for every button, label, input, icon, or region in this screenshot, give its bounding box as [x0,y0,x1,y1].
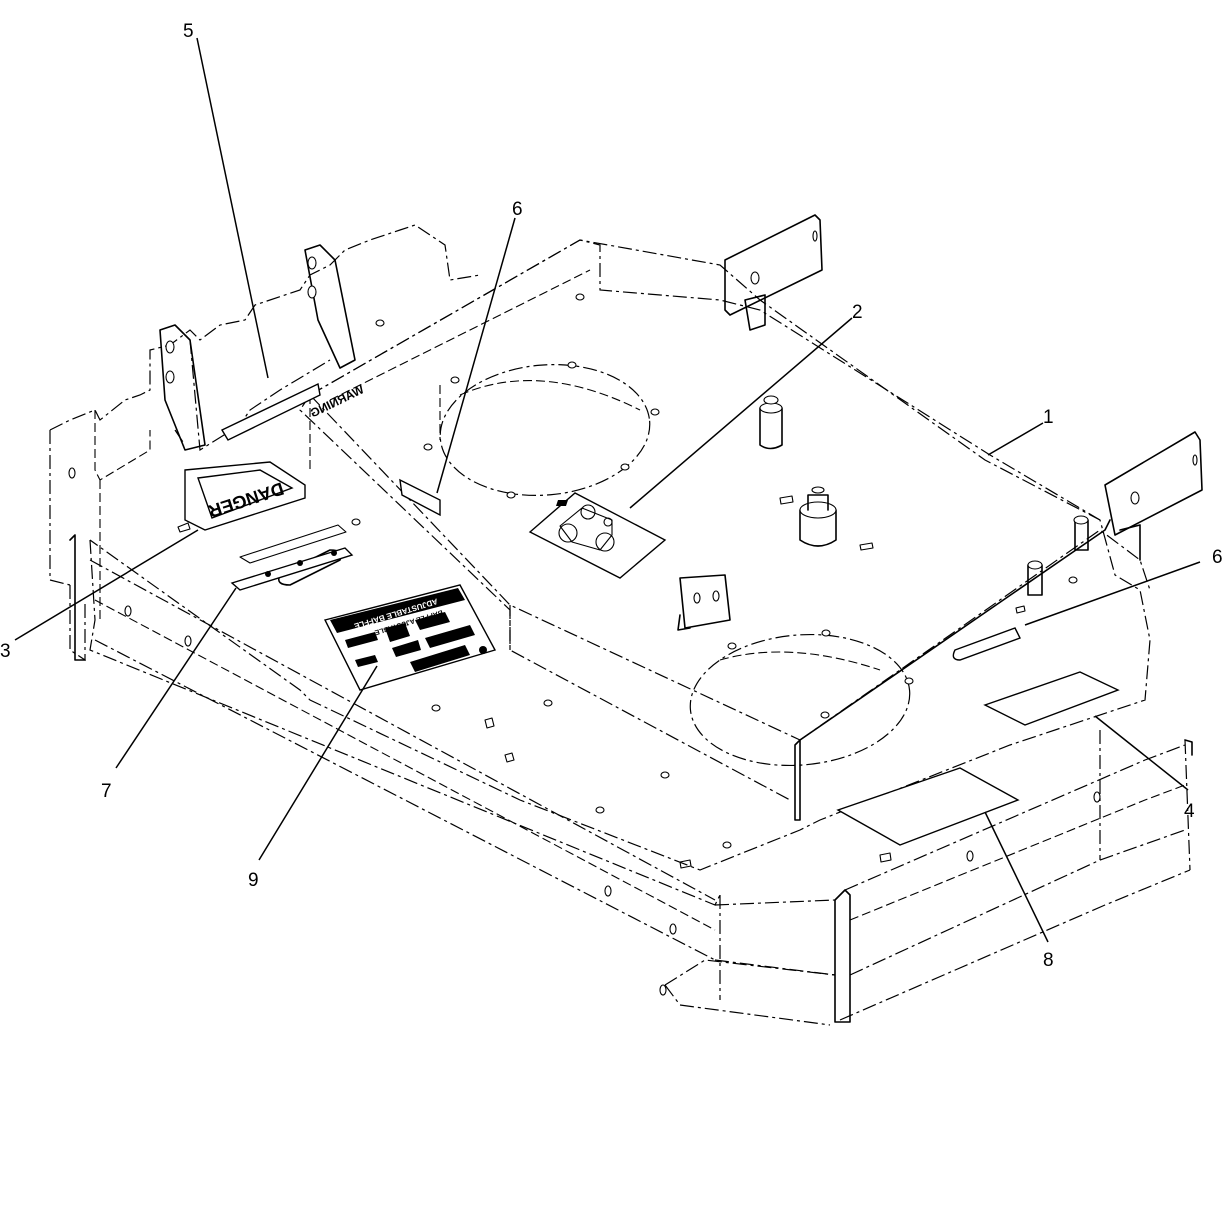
callout-5: 5 [183,21,194,42]
leader-8 [984,811,1049,943]
strip-decal-right [952,627,1021,661]
danger-decal: DANGER [184,461,306,531]
spindle-rear [759,395,783,450]
spindle-center [799,486,837,547]
deck-bolt-holes [68,293,1101,996]
callout-6b: 6 [1212,547,1223,568]
leader-6a [436,217,516,494]
pins-right [1027,515,1089,596]
height-indicator-decal [230,524,354,591]
leader-5 [196,37,269,379]
rect-decal-8 [836,767,1020,846]
callout-7: 7 [101,781,112,802]
leader-9 [258,665,378,861]
callout-2: 2 [852,302,863,323]
bracket-center [677,574,731,631]
leader-1 [987,422,1044,456]
mower-deck-housing [49,214,1203,1026]
leader-2 [629,317,853,509]
leader-7 [115,587,237,769]
baffle-decal: ADJUSTABLE BAFFLE BAFFLE AJUSTABLE [323,584,497,691]
callout-1: 1 [1043,407,1054,428]
leader-lines [14,37,1201,943]
callout-3: 3 [0,641,11,662]
callout-8: 8 [1043,950,1054,971]
callout-9: 9 [248,870,259,891]
callout-4: 4 [1184,801,1195,822]
leader-4 [1094,715,1189,791]
strip-decal-belt-cover [399,478,441,517]
rect-decal-4 [983,671,1120,726]
leader-3 [14,529,199,641]
callout-labels: 1 2 3 4 5 6 6 7 8 9 [0,21,1223,971]
leader-6b [1024,561,1201,626]
callout-6a: 6 [512,199,523,220]
belt-routing-decal [528,492,667,579]
